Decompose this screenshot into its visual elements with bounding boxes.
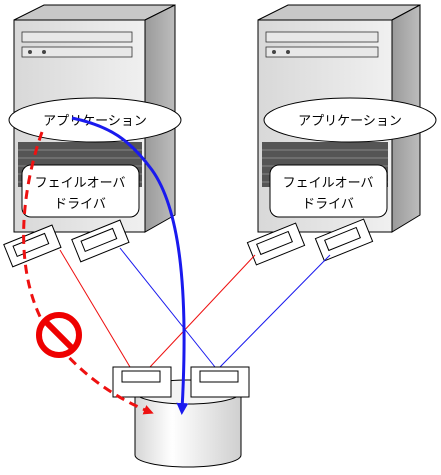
failover-driver-label-line2: ドライバ bbox=[54, 197, 106, 212]
hba-card-icon bbox=[71, 219, 130, 263]
storage-port-1 bbox=[112, 366, 172, 398]
prohibited-icon bbox=[36, 312, 82, 358]
cable-s2-hba2-to-port2 bbox=[219, 254, 331, 368]
cable-s2-hba1-to-port1 bbox=[149, 254, 256, 368]
failover-driver-label-line1: フェイルオーバ bbox=[283, 176, 374, 191]
failover-driver-label-line1: フェイルオーバ bbox=[35, 176, 126, 191]
cable-s1-hba2-to-port2 bbox=[119, 247, 216, 368]
hba-card-icon bbox=[314, 218, 374, 262]
application-label: アプリケーション bbox=[298, 114, 402, 129]
hba-card-icon bbox=[3, 224, 62, 268]
server-1: アプリケーション フェイルオーバ ドライバ bbox=[3, 4, 182, 268]
hba-card-icon bbox=[246, 222, 306, 266]
cables bbox=[59, 247, 331, 368]
application-bubble bbox=[263, 97, 437, 143]
failover-driver-box bbox=[21, 164, 140, 218]
failover-driver-box bbox=[269, 164, 388, 218]
active-path-arrow bbox=[71, 116, 189, 415]
server-2: アプリケーション フェイルオーバ ドライバ bbox=[246, 4, 437, 266]
cable-s1-hba1-to-port1 bbox=[59, 249, 131, 368]
application-label: アプリケーション bbox=[43, 114, 147, 129]
application-bubble bbox=[8, 97, 182, 143]
failover-driver-label-line2: ドライバ bbox=[302, 197, 354, 212]
storage-port-2 bbox=[190, 366, 250, 398]
